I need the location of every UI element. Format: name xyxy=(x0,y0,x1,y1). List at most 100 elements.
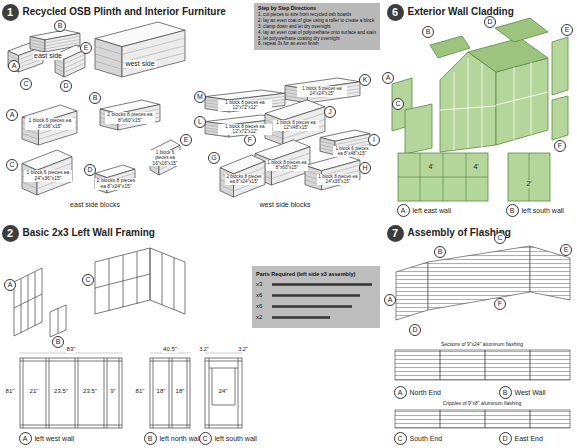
dimension: 83" xyxy=(66,346,77,353)
node-caption: 2. lay an even coat of glue using a roll… xyxy=(258,18,376,24)
node-text: F xyxy=(244,134,256,146)
node-text: M xyxy=(194,91,206,103)
directions-box: Step by Step Directions1. cut pieces to … xyxy=(254,3,380,50)
node-caption: West Wall xyxy=(515,388,546,397)
node-text: A xyxy=(8,60,20,72)
node-text: B xyxy=(499,386,512,399)
node-text: A xyxy=(384,294,396,306)
node-caption: left north wall xyxy=(160,434,201,443)
annotation: Sections of 9"x24" aluminum flashing xyxy=(440,342,524,348)
block-note: 1 block 8 pieces ea 12"x72"x12" xyxy=(218,100,272,111)
callout-letter: K xyxy=(359,74,371,86)
node-text: C xyxy=(392,98,404,110)
node-caption: left east wall xyxy=(413,206,452,215)
node-text: C xyxy=(494,232,506,244)
callout-letter: L xyxy=(194,116,206,128)
callout-letter: M xyxy=(194,91,206,103)
node-text: A xyxy=(6,109,18,121)
node-text: C xyxy=(20,78,32,90)
node-text: C xyxy=(82,274,94,286)
dimension: 3.2" xyxy=(198,346,210,352)
annotation: Cripples of 9"x8" aluminum flashing xyxy=(442,401,523,407)
node-text: B xyxy=(506,204,519,217)
node-text: J xyxy=(324,106,336,118)
parts-list: Parts Required (left side x3 assembly)x3… xyxy=(252,266,359,327)
node-caption: 4. lay an even coat of polyurethane onto… xyxy=(258,30,376,36)
block-note: 1 block 6 pieces ea 8"x48"x15" xyxy=(333,146,371,157)
view-caption: Aleft west wall xyxy=(19,432,75,445)
node-text: B xyxy=(422,26,434,38)
step-heading: 1 Recycled OSB Plinth and Interior Furnit… xyxy=(2,4,226,21)
node-caption: 5. let polyurethane coating dry overnigh… xyxy=(258,36,376,42)
block-note: 1 block 8 pieces ea 12"x72"x12" xyxy=(218,124,272,135)
dimension: 81" xyxy=(5,388,16,395)
node-text: I xyxy=(368,134,380,146)
node-caption: 1. cut pieces to size from recycled osb … xyxy=(258,12,376,18)
node-caption: Exterior Wall Cladding xyxy=(408,6,514,18)
block-note: 1 block 8 pieces ea 8"x60"x15" xyxy=(266,160,308,171)
node-text: D xyxy=(409,324,421,336)
node-text: D xyxy=(484,16,496,28)
dimension: 23.5" xyxy=(53,388,69,395)
node-text: A xyxy=(394,386,407,399)
node-caption: x3 xyxy=(256,279,355,290)
node-caption: left west wall xyxy=(35,434,75,443)
node-text: E xyxy=(561,24,573,36)
view-caption: BWest Wall xyxy=(499,386,546,399)
node-text: B xyxy=(144,432,157,445)
callout-letter: I xyxy=(368,134,380,146)
block-note: 2 blocks 8 pieces ea 8"x24"x15" xyxy=(225,174,263,185)
group-caption: west side blocks xyxy=(259,201,312,209)
callout-letter: B xyxy=(54,20,66,32)
node-caption: x6 xyxy=(256,290,355,301)
node-caption: North End xyxy=(410,388,442,397)
node-caption: Recycled OSB Plinth and Interior Furnitu… xyxy=(23,6,226,18)
dimension: 18" xyxy=(156,388,167,395)
block-note: 1 block 6 pieces ea 24"x24"x15" xyxy=(297,86,347,97)
callout-letter: J xyxy=(324,106,336,118)
callout-letter: A xyxy=(8,60,20,72)
node-caption: 6. repeat 3x for an even finish xyxy=(258,41,376,47)
node-text: E xyxy=(560,244,572,256)
callout-letter: G xyxy=(208,152,220,164)
node-text: 6 xyxy=(387,4,404,21)
dimension: 40.5" xyxy=(162,346,178,353)
node-text: G xyxy=(208,152,220,164)
node-caption: East End xyxy=(515,434,543,443)
callout-letter: E xyxy=(80,42,92,54)
node-text: L xyxy=(194,116,206,128)
callout-letter: C xyxy=(392,98,404,110)
callout-letter: E xyxy=(561,24,573,36)
callout-letter: F xyxy=(554,140,566,152)
node-caption: x6 xyxy=(256,301,355,312)
callout-letter: H xyxy=(359,162,371,174)
node-caption: left south wall xyxy=(522,206,564,215)
dimension: 24" xyxy=(218,388,229,395)
area-label: east side xyxy=(33,52,63,60)
callout-letter: B xyxy=(52,336,64,348)
node-text: Parts Required (left side x3 assembly) xyxy=(256,270,355,279)
node-text: 2 xyxy=(2,225,19,242)
block-note: 1 block 6 pieces ea 8"x36"x15" xyxy=(25,118,75,130)
callout-letter: A xyxy=(4,279,16,291)
node-text: A xyxy=(382,72,394,84)
callout-letter: A xyxy=(6,109,18,121)
node-text: Step by Step Directions xyxy=(258,6,376,12)
node-text: D xyxy=(60,80,72,92)
node-caption: South End xyxy=(410,434,443,443)
group-caption: east side blocks xyxy=(69,201,121,209)
node-text: 1 xyxy=(2,4,19,21)
node-text: D xyxy=(499,432,512,445)
dimension: 21" xyxy=(29,388,40,395)
node-text: A xyxy=(397,204,410,217)
callout-letter: D xyxy=(84,164,96,176)
callout-letter: A xyxy=(382,72,394,84)
node-text: H xyxy=(359,162,371,174)
callout-letter: D xyxy=(60,80,72,92)
node-text: F xyxy=(494,298,506,310)
view-caption: Cleft south wall xyxy=(199,432,257,445)
view-caption: CSouth End xyxy=(394,432,443,445)
node-text: D xyxy=(84,164,96,176)
node-caption: left south wall xyxy=(215,434,257,443)
